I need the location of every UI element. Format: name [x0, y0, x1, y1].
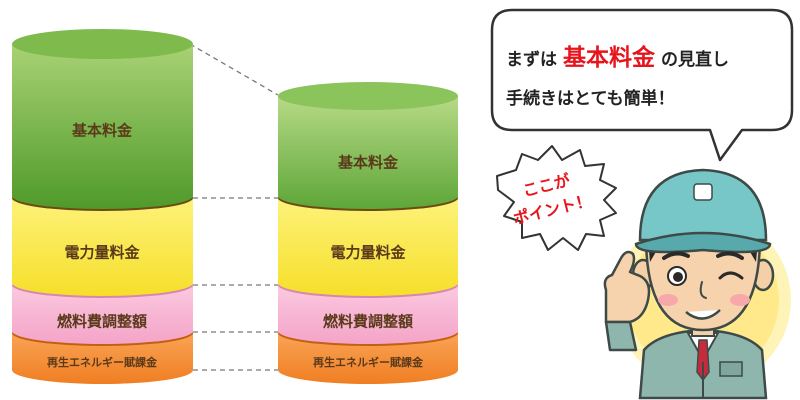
worker-pointing-icon	[603, 168, 791, 400]
segment-base	[12, 44, 193, 209]
cylinder-top	[12, 29, 193, 59]
segment-renewable	[278, 333, 458, 384]
label-after-fuel: 燃料費調整額	[322, 312, 414, 331]
label-after-renewable: 再生エネルギー賦課金	[313, 356, 423, 369]
cylinder-before	[12, 29, 193, 384]
label-before-renewable: 再生エネルギー賦課金	[47, 356, 157, 369]
segment-renewable	[12, 333, 193, 384]
bubble-highlight: 基本料金	[563, 45, 655, 71]
point-burst	[496, 145, 617, 251]
cylinder-top	[278, 82, 458, 110]
label-before-fuel: 燃料費調整額	[56, 312, 148, 331]
segment-energy	[278, 198, 458, 296]
label-before-energy: 電力量料金	[64, 243, 140, 262]
bubble-line-1: まずは基本料金の見直し	[506, 38, 729, 72]
speech-bubble	[490, 8, 794, 162]
bubble-line-2: 手続きはとても簡単！	[506, 89, 675, 109]
connector-top	[189, 43, 279, 96]
cylinder-after	[278, 82, 458, 384]
segment-energy	[12, 198, 193, 296]
label-after-base: 基本料金	[337, 153, 399, 172]
segment-base	[278, 96, 458, 209]
label-after-energy: 電力量料金	[330, 243, 406, 262]
connector-lines	[189, 43, 279, 371]
segment-fuel	[12, 285, 193, 345]
bubble-text-after: の見直し	[661, 50, 729, 70]
segment-fuel	[278, 285, 458, 344]
label-before-base: 基本料金	[71, 121, 133, 140]
bubble-text-before: まずは	[506, 50, 557, 70]
